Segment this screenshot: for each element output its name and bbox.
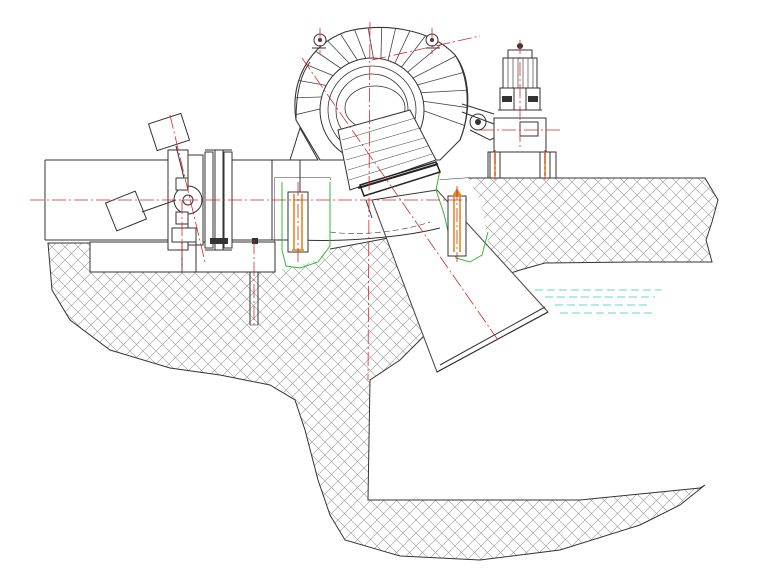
runner-bulb [319, 57, 441, 219]
centerlines [30, 21, 560, 381]
butterfly-valve [104, 112, 204, 272]
tailwater-level [535, 289, 662, 314]
generator-motor [461, 43, 547, 153]
